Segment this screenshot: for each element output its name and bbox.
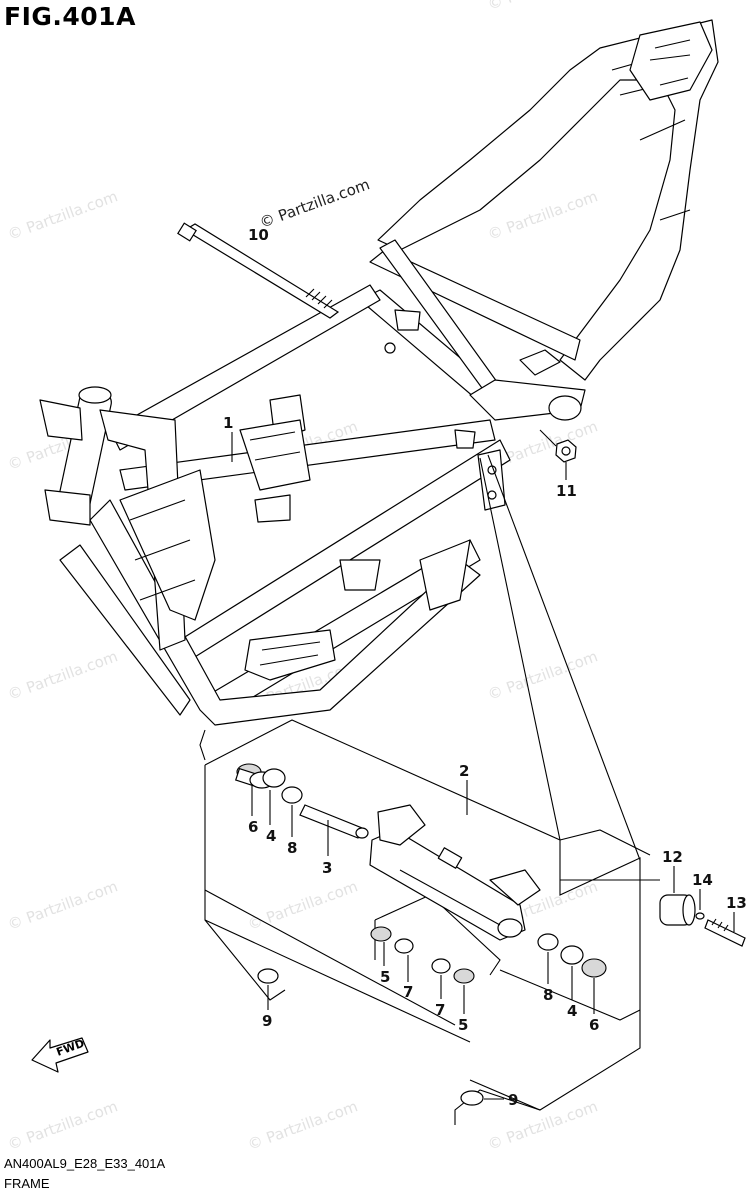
- callout-1: 1: [223, 414, 233, 432]
- nut: [555, 439, 577, 463]
- diagram-caption: FRAME: [4, 1176, 50, 1191]
- watermark: © Partzilla.com: [485, 1097, 600, 1154]
- washer: [460, 1090, 484, 1106]
- washer: [257, 968, 279, 984]
- watermark: © Partzilla.com: [245, 877, 360, 934]
- callout-5: 5: [380, 968, 390, 986]
- main-frame: [39, 19, 719, 726]
- watermark: © Partzilla.com: [5, 1097, 120, 1154]
- diagram-code: AN400AL9_E28_E33_401A: [4, 1156, 166, 1171]
- callout-13: 13: [726, 894, 747, 912]
- callout-9: 9: [262, 1012, 272, 1030]
- callout-7: 7: [435, 1001, 445, 1019]
- fwd-arrow-icon: FWD: [31, 1037, 89, 1073]
- figure-title: FIG.401A: [4, 2, 136, 31]
- bushing-set-right: [537, 933, 607, 978]
- callout-3: 3: [322, 859, 332, 877]
- watermark: © Partzilla.com: [5, 647, 120, 704]
- watermark: © Partzilla.com: [5, 877, 120, 934]
- bushing-set-lower: [370, 926, 475, 984]
- long-bolt: [177, 222, 340, 319]
- callout-11: 11: [556, 482, 577, 500]
- callout-14: 14: [692, 871, 713, 889]
- callout-5: 5: [458, 1016, 468, 1034]
- leader-line: [539, 429, 557, 447]
- rubber-mount: [659, 894, 746, 947]
- watermark-main: © Partzilla.com: [257, 175, 372, 232]
- callout-9: 9: [508, 1091, 518, 1109]
- callout-10: 10: [248, 226, 269, 244]
- callout-12: 12: [662, 848, 683, 866]
- bushing-set-left: [234, 763, 369, 839]
- watermark: © Partzilla.com: [5, 187, 120, 244]
- watermark: © Partzilla.com: [485, 187, 600, 244]
- callout-2: 2: [459, 762, 469, 780]
- callout-6: 6: [248, 818, 258, 836]
- callout-7: 7: [403, 983, 413, 1001]
- callout-labels: 1 2 3 4 6 8 5 7 7 5 8 4 6 9: [223, 226, 747, 1109]
- callout-6: 6: [589, 1016, 599, 1034]
- callout-4: 4: [266, 827, 276, 845]
- watermark: © Partzilla.com: [485, 0, 600, 14]
- swingarm-bracket: [369, 804, 541, 941]
- callout-8: 8: [287, 839, 297, 857]
- callout-4: 4: [567, 1002, 577, 1020]
- watermark: © Partzilla.com: [245, 1097, 360, 1154]
- callout-8: 8: [543, 986, 553, 1004]
- watermark: © Partzilla.com: [485, 647, 600, 704]
